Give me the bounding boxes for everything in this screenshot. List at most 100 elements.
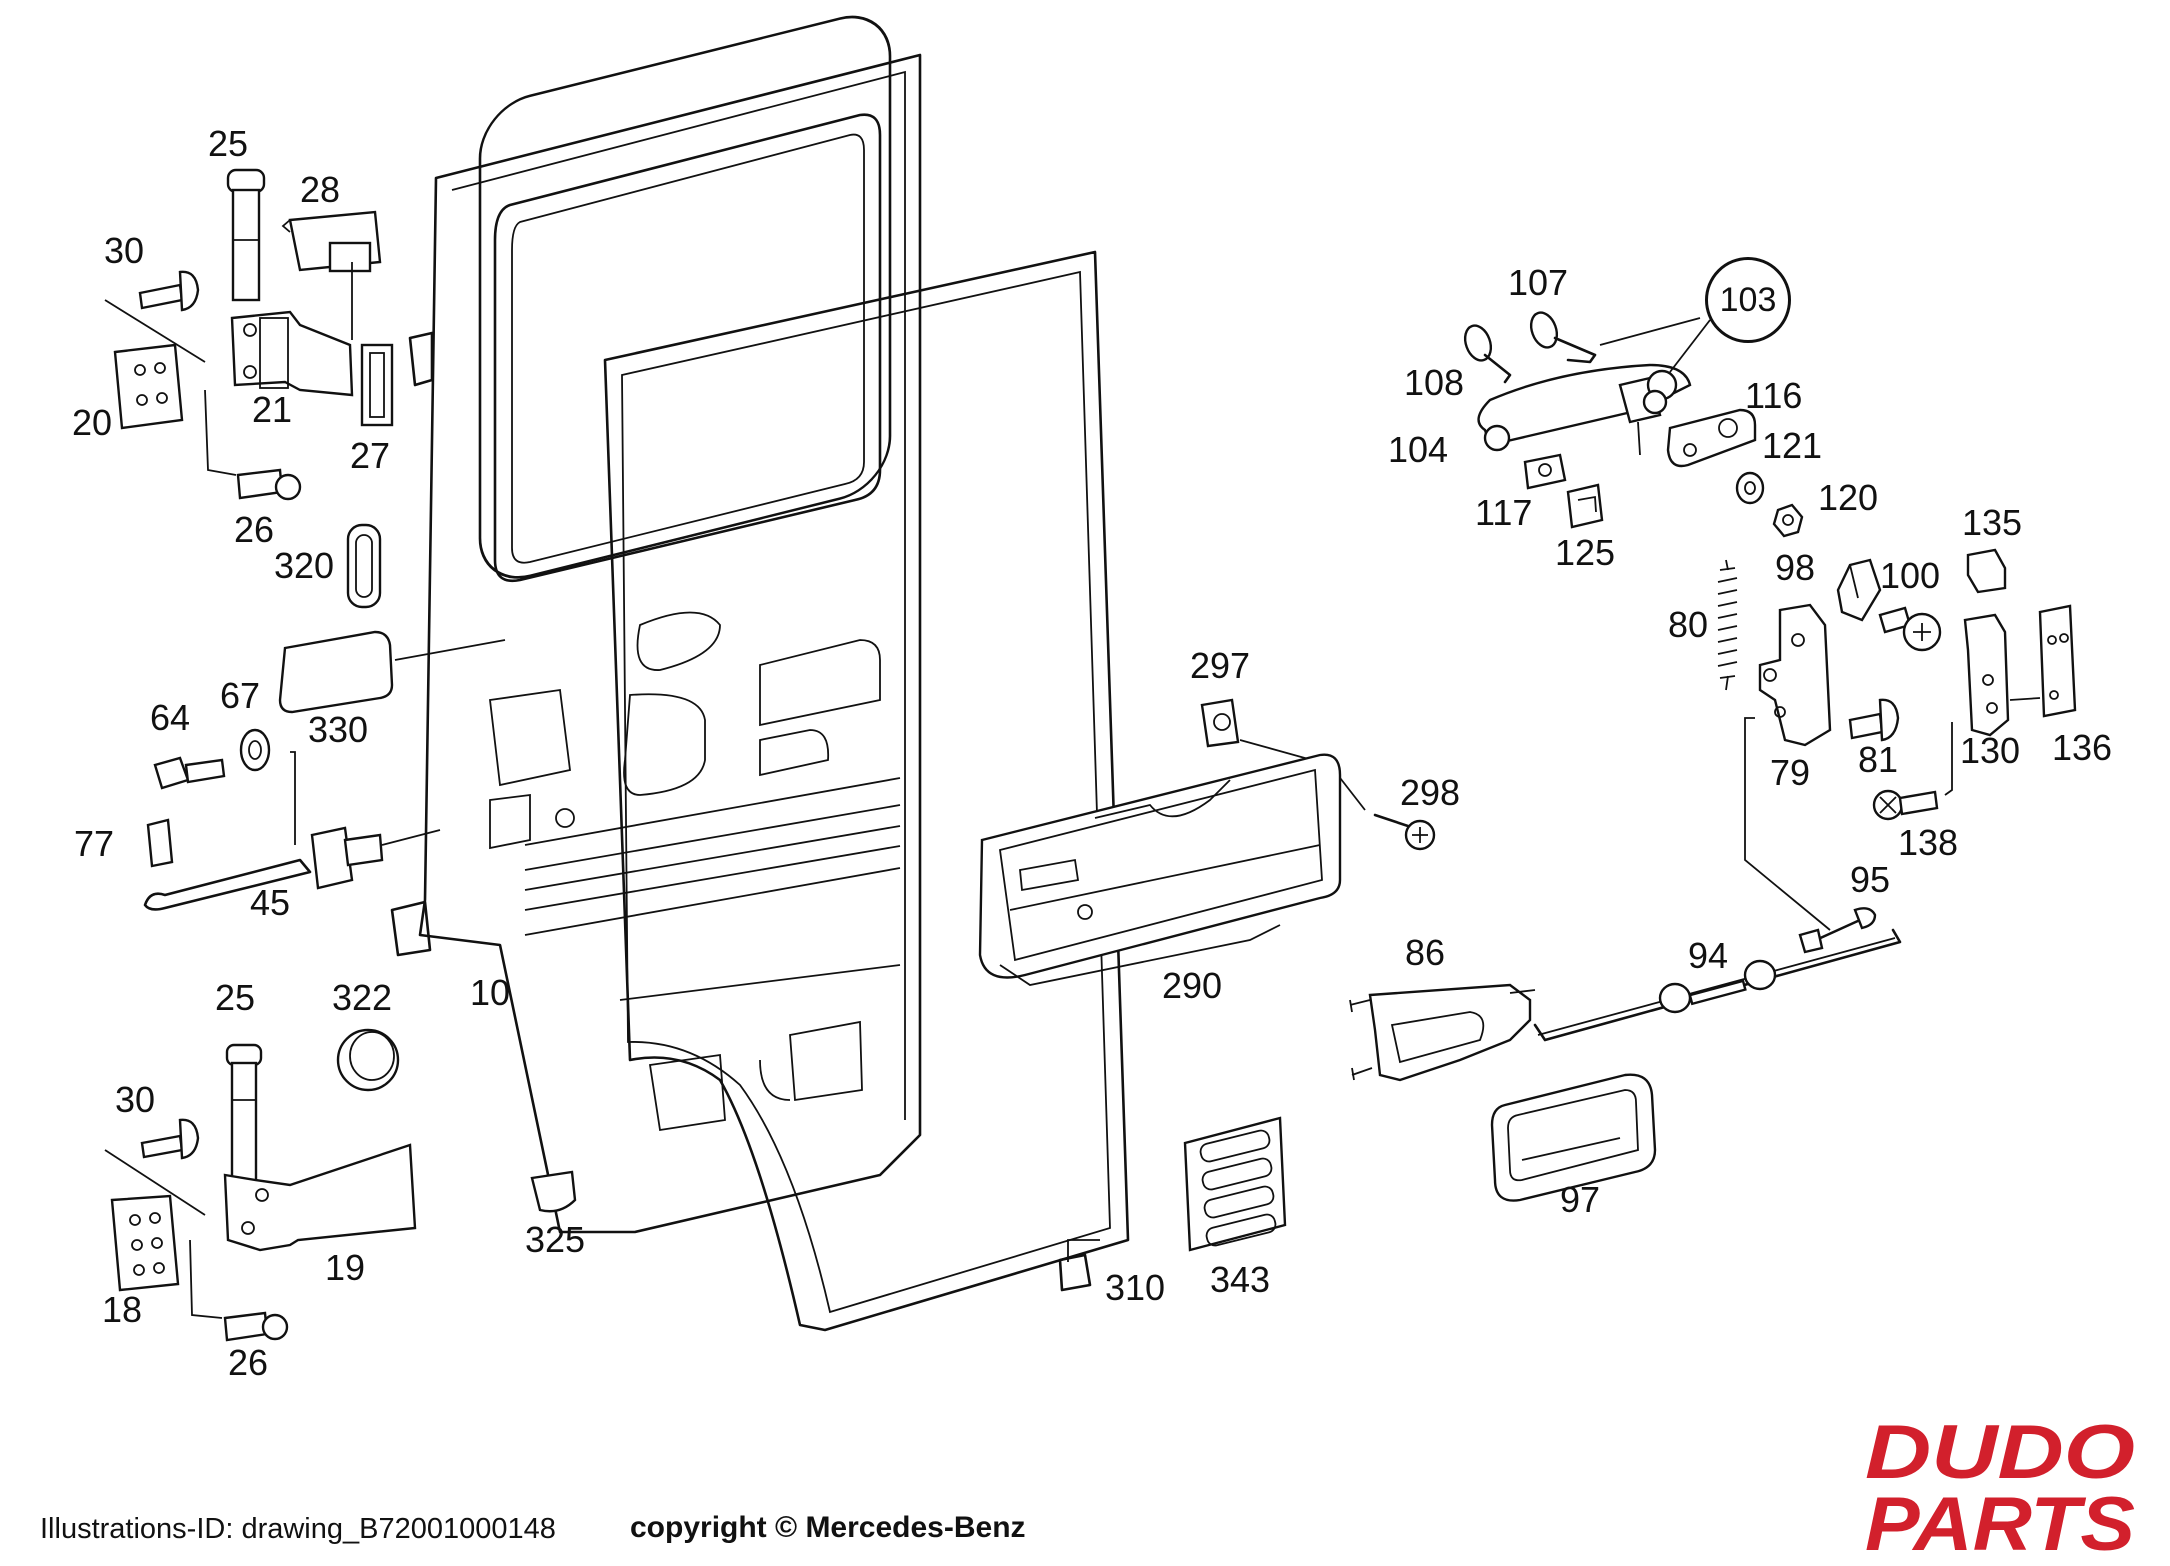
- label-20: 20: [72, 402, 113, 443]
- label-298: 298: [1400, 772, 1461, 813]
- label-28: 28: [300, 169, 341, 210]
- label-79: 79: [1770, 752, 1811, 793]
- logo-line-1: DUDO: [1865, 1410, 2135, 1495]
- grommet-320: [346, 523, 382, 609]
- retainer-125: [1566, 483, 1604, 529]
- label-290: 290: [1162, 965, 1223, 1006]
- cover-67: [278, 630, 506, 714]
- screw-81: [1848, 698, 1900, 742]
- washer-121: [1735, 471, 1765, 505]
- bracket-130: [1944, 613, 2010, 796]
- rod-94: [1533, 928, 1902, 1042]
- bolt-30-top: [138, 270, 200, 312]
- screw-138: [1872, 789, 1939, 821]
- label-322: 322: [332, 977, 393, 1018]
- label-45: 45: [250, 882, 291, 923]
- plate-116: [1666, 408, 1757, 468]
- bolt-64: [153, 756, 226, 790]
- label-125: 125: [1555, 532, 1616, 573]
- inner-handle-86: [1349, 983, 1536, 1082]
- spring-80: [1717, 559, 1738, 691]
- plate-136: [2009, 604, 2077, 718]
- key-107: [1529, 311, 1701, 364]
- label-136: 136: [2052, 727, 2113, 768]
- clip-77: [146, 818, 174, 868]
- outer-handle-104: [1477, 319, 1711, 452]
- label-94: 94: [1688, 935, 1729, 976]
- label-26-bottom: 26: [228, 1342, 269, 1383]
- clip-297: [1200, 698, 1331, 766]
- door-panel-10: [390, 15, 922, 1234]
- logo-line-2: PARTS: [1865, 1482, 2135, 1560]
- cap-135: [1966, 548, 2007, 594]
- latch-79: [1744, 603, 1832, 931]
- label-297: 297: [1190, 645, 1251, 686]
- key-108: [1463, 324, 1512, 384]
- label-27: 27: [350, 435, 391, 476]
- label-26-top: 26: [234, 509, 275, 550]
- illustration-id: Illustrations-ID: drawing_B72001000148: [40, 1513, 556, 1545]
- plug-325: [530, 1170, 577, 1213]
- label-310: 310: [1105, 1267, 1166, 1308]
- screw-100: [1878, 606, 1942, 652]
- label-18: 18: [102, 1289, 143, 1330]
- label-325: 325: [525, 1219, 586, 1260]
- label-86: 86: [1405, 932, 1446, 973]
- label-343: 343: [1210, 1259, 1271, 1300]
- label-95: 95: [1850, 859, 1891, 900]
- label-130: 130: [1960, 730, 2021, 771]
- label-30-bottom: 30: [115, 1079, 156, 1120]
- copyright-notice: copyright © Mercedes-Benz: [630, 1511, 1026, 1544]
- door-seal-310: [603, 250, 1130, 1332]
- stud-26-top: [204, 389, 302, 501]
- label-100: 100: [1880, 555, 1941, 596]
- label-135: 135: [1962, 502, 2023, 543]
- label-98: 98: [1775, 547, 1816, 588]
- label-80: 80: [1668, 604, 1709, 645]
- label-67: 67: [220, 675, 261, 716]
- nut-120: [1772, 503, 1804, 538]
- label-97: 97: [1560, 1179, 1601, 1220]
- stud-26-bottom: [189, 1239, 289, 1342]
- hinge-pin-25-bottom: [225, 1043, 263, 1185]
- hinge-plate-20: [104, 299, 206, 430]
- label-103: 103: [1705, 257, 1791, 343]
- trim-panel-290: [978, 753, 1342, 986]
- hinge-stop-28: [281, 210, 382, 273]
- hinge-pin-25-top: [226, 168, 266, 302]
- label-107: 107: [1508, 262, 1569, 303]
- label-81: 81: [1858, 739, 1899, 780]
- label-117: 117: [1475, 492, 1533, 533]
- label-138: 138: [1898, 822, 1959, 863]
- label-30-top: 30: [104, 230, 145, 271]
- rod-95: [1798, 907, 1877, 954]
- dudo-parts-logo: DUDO PARTS: [1865, 1410, 2135, 1560]
- label-21: 21: [252, 389, 293, 430]
- washer-330: [239, 728, 296, 845]
- hinge-21: [230, 310, 354, 397]
- hinge-plate-18: [104, 1149, 206, 1292]
- door-check-45: [143, 826, 441, 911]
- clip-117: [1523, 453, 1567, 490]
- label-108: 108: [1404, 362, 1465, 403]
- label-320: 320: [274, 545, 335, 586]
- label-10: 10: [470, 972, 511, 1013]
- handle-bezel-97: [1490, 1073, 1657, 1202]
- label-64: 64: [150, 697, 191, 738]
- plug-322: [336, 1028, 400, 1092]
- bolt-30-bottom: [140, 1118, 200, 1160]
- vent-343: [1183, 1116, 1287, 1252]
- gasket-27: [351, 262, 394, 427]
- label-330: 330: [308, 709, 369, 750]
- label-25-bottom: 25: [215, 977, 256, 1018]
- hinge-19: [223, 1143, 417, 1252]
- label-19: 19: [325, 1247, 366, 1288]
- screw-298: [1329, 764, 1436, 851]
- label-104: 104: [1388, 429, 1449, 470]
- label-116: 116: [1745, 375, 1803, 416]
- label-25-top: 25: [208, 123, 249, 164]
- label-120: 120: [1818, 477, 1879, 518]
- lock-98: [1836, 558, 1882, 622]
- label-121: 121: [1762, 425, 1823, 466]
